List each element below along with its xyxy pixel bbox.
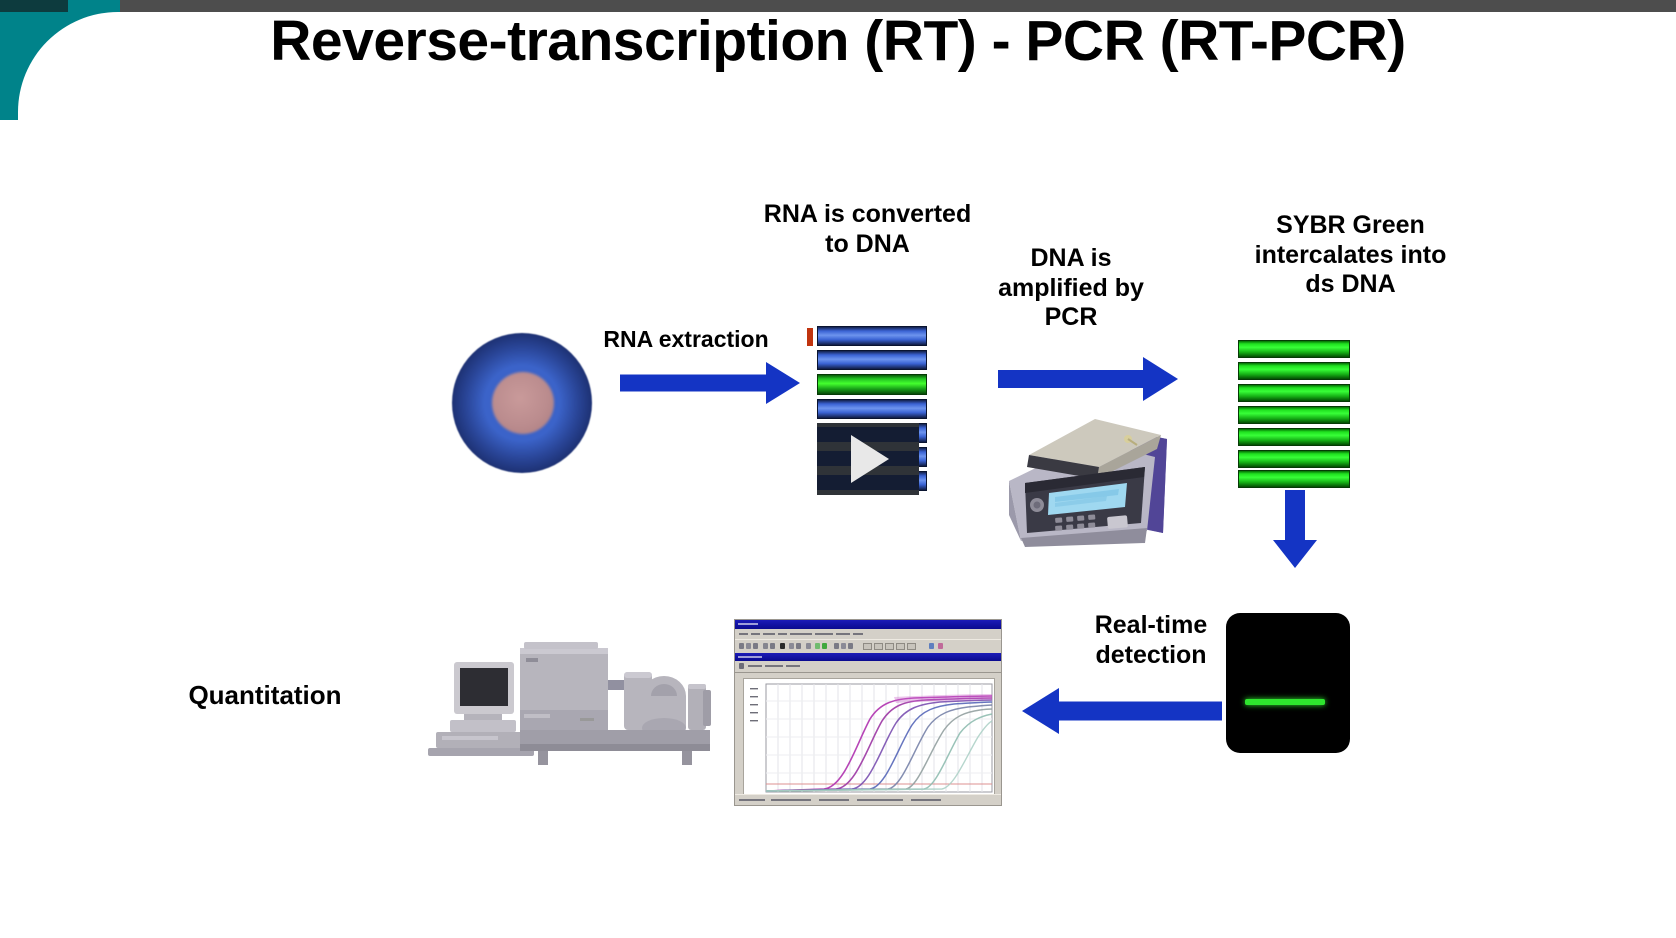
label-sybr-line3: ds DNA bbox=[1305, 270, 1396, 298]
sybr-band bbox=[1238, 470, 1350, 488]
window-toolbar[interactable] bbox=[735, 639, 1001, 654]
toolbar-icon[interactable] bbox=[789, 643, 794, 649]
label-rna-converted: RNA is converted to DNA bbox=[740, 200, 995, 259]
window-menu-bar[interactable] bbox=[735, 629, 1001, 639]
label-quantitation: Quantitation bbox=[188, 680, 342, 710]
arrow-to-detection bbox=[1264, 490, 1326, 568]
toolbar-icon[interactable] bbox=[848, 643, 853, 649]
nucleus-figure bbox=[492, 372, 554, 434]
teal-corner-decoration bbox=[0, 0, 120, 120]
label-dna-amplified-line2: amplified by bbox=[998, 273, 1144, 302]
toolbar-icon[interactable] bbox=[806, 643, 811, 649]
toolbar-icon[interactable] bbox=[834, 643, 839, 649]
toolbar-button[interactable] bbox=[863, 643, 872, 650]
label-rna-converted-line2: to DNA bbox=[825, 229, 910, 258]
toolbar-icon[interactable] bbox=[815, 643, 820, 649]
toolbar-button[interactable] bbox=[907, 643, 916, 650]
amplification-plot bbox=[743, 678, 995, 797]
window-title-bar bbox=[735, 620, 1001, 629]
label-realtime-line2: detection bbox=[1095, 640, 1207, 669]
detector-window bbox=[1226, 613, 1350, 753]
toolbar-icon[interactable] bbox=[938, 643, 943, 649]
gel-green-band-stack bbox=[1238, 340, 1350, 488]
sybr-band bbox=[1238, 428, 1350, 446]
window-status-bar bbox=[735, 794, 1001, 805]
gel-band bbox=[817, 326, 927, 346]
sybr-band bbox=[1238, 450, 1350, 468]
toolbar-icon[interactable] bbox=[739, 643, 744, 649]
toolbar-icon[interactable] bbox=[929, 643, 934, 649]
doc-toolbar-icon[interactable] bbox=[739, 663, 744, 669]
page-title: Reverse-transcription (RT) - PCR (RT-PCR… bbox=[270, 9, 1406, 73]
arrow-rna-extraction bbox=[620, 362, 800, 404]
toolbar-icon[interactable] bbox=[841, 643, 846, 649]
toolbar-button[interactable] bbox=[885, 643, 894, 650]
label-dna-amplified-line3: PCR bbox=[1044, 303, 1098, 331]
document-toolbar[interactable] bbox=[735, 661, 1001, 673]
gel-band bbox=[817, 399, 927, 419]
play-icon[interactable] bbox=[851, 435, 889, 483]
label-sybr-line2: intercalates into bbox=[1254, 240, 1447, 269]
gel-band-highlight bbox=[817, 374, 927, 395]
document-title-bar bbox=[735, 653, 1001, 661]
label-rna-converted-line1: RNA is converted bbox=[763, 200, 972, 228]
label-rna-extraction: RNA extraction bbox=[603, 326, 769, 352]
label-realtime-line1: Real-time bbox=[1094, 611, 1208, 639]
detector-signal-line bbox=[1245, 699, 1325, 705]
label-sybr-green: SYBR Green intercalates into ds DNA bbox=[1208, 211, 1493, 300]
toolbar-icon[interactable] bbox=[796, 643, 801, 649]
toolbar-icon[interactable] bbox=[780, 643, 785, 649]
gel-marker-tick bbox=[807, 328, 813, 346]
toolbar-icon[interactable] bbox=[763, 643, 768, 649]
label-dna-amplified-line1: DNA is bbox=[1030, 244, 1112, 272]
label-realtime-detection: Real-time detection bbox=[1042, 611, 1260, 670]
thermocycler-figure bbox=[1009, 419, 1167, 547]
sybr-band bbox=[1238, 362, 1350, 380]
label-sybr-line1: SYBR Green bbox=[1276, 211, 1425, 239]
gel-band bbox=[817, 350, 927, 370]
arrow-pcr-amplification bbox=[998, 357, 1178, 401]
toolbar-icon[interactable] bbox=[746, 643, 751, 649]
toolbar-button[interactable] bbox=[874, 643, 883, 650]
label-dna-amplified: DNA is amplified by PCR bbox=[960, 244, 1182, 333]
toolbar-icon[interactable] bbox=[770, 643, 775, 649]
amplification-plot-svg bbox=[750, 683, 993, 793]
qpcr-software-window[interactable] bbox=[734, 619, 1002, 806]
sybr-band bbox=[1238, 406, 1350, 424]
arrow-realtime-detection bbox=[1022, 688, 1222, 734]
toolbar-button[interactable] bbox=[896, 643, 905, 650]
workstation-figure bbox=[428, 642, 711, 765]
top-accent-bar bbox=[0, 0, 1676, 12]
sybr-band bbox=[1238, 384, 1350, 402]
toolbar-icon[interactable] bbox=[753, 643, 758, 649]
sybr-band bbox=[1238, 340, 1350, 358]
toolbar-icon[interactable] bbox=[822, 643, 827, 649]
